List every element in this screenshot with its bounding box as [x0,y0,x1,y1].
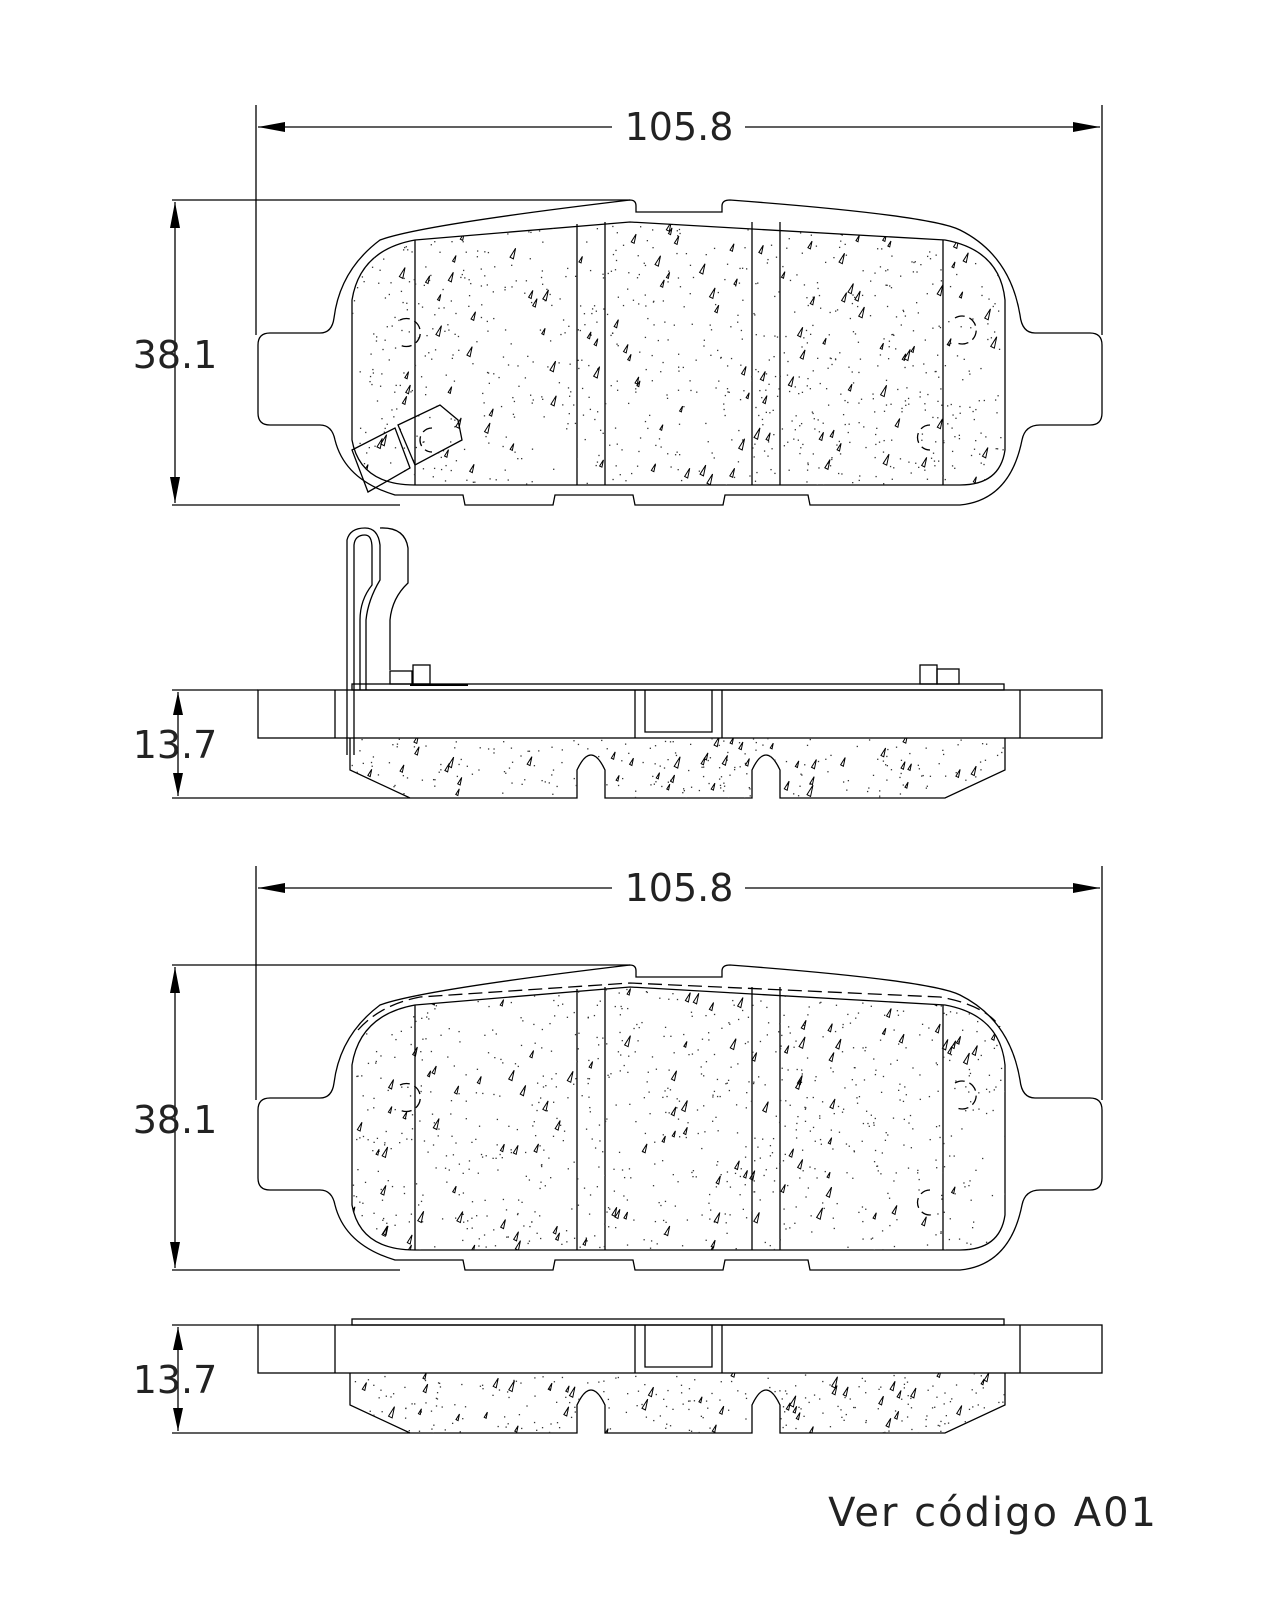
friction-texture-side [351,738,1004,798]
height-label: 38.1 [133,333,218,377]
wear-sensor-top [351,404,463,493]
height-label: 38.1 [133,1098,218,1142]
width-dimension: 105.8 [255,866,1103,1100]
pad-top-view [257,964,1103,1271]
width-dimension: 105.8 [255,105,1103,335]
width-label: 105.8 [625,866,734,910]
height-dimension-side: 13.7 [133,1324,410,1434]
thickness-label: 13.7 [133,1358,218,1402]
pad-view-1: 105.8 38.1 13.7 [133,105,1103,799]
pad-side-view [257,683,1103,799]
height-dimension-side: 13.7 [133,689,410,799]
thickness-label: 13.7 [133,723,218,767]
height-dimension: 38.1 [133,199,630,506]
friction-texture-side [354,1373,1005,1433]
pad-top-view [257,199,1103,506]
height-dimension: 38.1 [133,964,630,1271]
reference-note: Ver código A01 [828,1490,1158,1536]
friction-texture [352,987,1005,1250]
wear-sensor-clip [346,527,960,755]
pad-view-2: 105.8 38.1 13.7 [133,866,1103,1434]
width-label: 105.8 [625,105,734,149]
friction-texture [352,222,1005,485]
